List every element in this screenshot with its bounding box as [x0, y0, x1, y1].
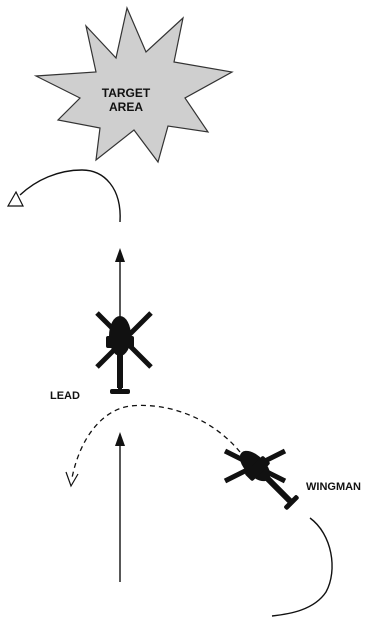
target-area-starburst	[36, 8, 232, 162]
lead-label: LEAD	[50, 391, 80, 402]
lead-helicopter-icon	[97, 313, 151, 394]
wingman-label: WINGMAN	[306, 482, 361, 493]
target-area-label-line1: TARGET	[88, 86, 164, 100]
trailing-arrowhead	[115, 432, 125, 446]
target-area-label-line2: AREA	[88, 100, 164, 114]
wingman-crossover-dashed-path	[72, 405, 240, 478]
lead-arrowhead	[115, 248, 125, 262]
wingman-approach-path	[272, 518, 332, 616]
dashed-path-arrowhead	[66, 472, 78, 486]
lead-breakoff-path	[20, 170, 120, 222]
target-area-label: TARGET AREA	[88, 86, 164, 114]
